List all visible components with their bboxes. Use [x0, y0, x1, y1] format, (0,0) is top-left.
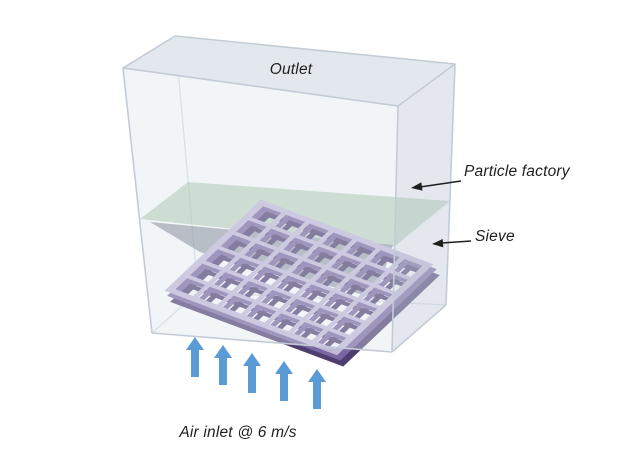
sieve-arrow-line [441, 240, 472, 244]
box-faces [123, 36, 455, 352]
box-front-right-edge [391, 105, 399, 353]
sieve-bars-top [183, 210, 415, 345]
inlet-arrow [186, 337, 204, 377]
particle-factory-label: Particle factory [464, 163, 571, 180]
sieve-grid [164, 199, 440, 367]
box-bottom-right-edge [391, 304, 447, 353]
particle-factory-arrow [411, 180, 462, 191]
inlet-arrow [275, 361, 293, 401]
box-right-face [392, 64, 455, 352]
sieve-label: Sieve [475, 228, 515, 245]
inlet-arrow [214, 345, 232, 385]
box-back-left-edge [174, 35, 199, 293]
box-back-right-edge [445, 63, 456, 306]
box-top-face [123, 36, 455, 106]
inlet-arrows [186, 337, 326, 409]
sieve-layer-middle [167, 204, 437, 361]
inlet-arrow [243, 353, 261, 393]
box-front-left-edge [122, 67, 153, 334]
air-inlet-label: Air inlet @ 6 m/s [178, 424, 296, 441]
outlet-label: Outlet [270, 61, 313, 78]
box-visible-edges [122, 35, 456, 353]
annotation-arrows [411, 180, 472, 248]
sieve-frame-middle [167, 204, 437, 361]
box-bottom-front-edge [151, 332, 393, 353]
labels: Outlet Particle factory Sieve Air inlet … [178, 61, 570, 441]
sieve-arrow [432, 239, 472, 248]
sieve-arrowhead-icon [432, 239, 444, 248]
sieve-frame-top [164, 199, 434, 356]
sieve-bars-middle [186, 215, 418, 350]
inlet-arrow [308, 369, 326, 409]
particle-factory-arrowhead-icon [411, 182, 423, 191]
box-front-face [123, 68, 398, 352]
particle-factory-arrow-line [419, 180, 462, 188]
sieve-layer-top [164, 199, 434, 356]
